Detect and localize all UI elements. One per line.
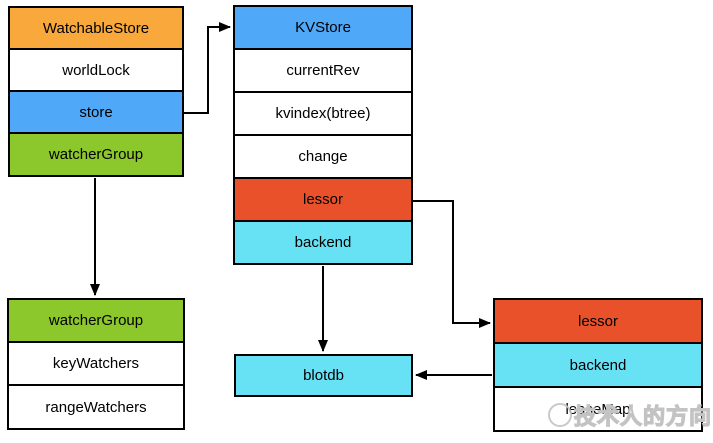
row-label: leaseMap bbox=[565, 400, 631, 418]
row-label: currentRev bbox=[286, 62, 360, 79]
row-kvindex: kvindex(btree) bbox=[235, 93, 411, 136]
row-kvstore-title: KVStore bbox=[235, 7, 411, 50]
row-store: store bbox=[10, 92, 182, 134]
row-label: lessor bbox=[577, 312, 618, 330]
row-watchergroup: watcherGroup bbox=[10, 134, 182, 175]
watcher-group-box: watcherGroup keyWatchers rangeWatchers bbox=[7, 298, 185, 430]
row-label: lessor bbox=[302, 191, 343, 208]
row-detail-backend: backend bbox=[495, 344, 701, 388]
lessor-detail-box: lessor backend leaseMap bbox=[493, 298, 703, 432]
watchable-store-box: WatchableStore worldLock store watcherGr… bbox=[8, 6, 184, 177]
row-watchable-store-title: WatchableStore bbox=[10, 8, 182, 50]
row-label: backend bbox=[294, 234, 352, 251]
kvstore-box: KVStore currentRev kvindex(btree) change… bbox=[233, 5, 413, 265]
row-label: worldLock bbox=[62, 61, 130, 79]
row-change: change bbox=[235, 136, 411, 179]
row-currentrev: currentRev bbox=[235, 50, 411, 93]
row-label: blotdb bbox=[303, 367, 344, 384]
row-label: watcherGroup bbox=[48, 146, 144, 163]
row-label: backend bbox=[569, 356, 627, 374]
blotdb-box: blotdb bbox=[234, 354, 413, 397]
arrow-store-to-kvstore bbox=[184, 22, 231, 114]
row-rangewatchers: rangeWatchers bbox=[9, 386, 183, 428]
row-leasemap: leaseMap bbox=[495, 388, 701, 430]
row-lessor: lessor bbox=[235, 179, 411, 222]
row-label: change bbox=[298, 148, 348, 165]
row-watchergroup-title: watcherGroup bbox=[9, 300, 183, 343]
row-label: KVStore bbox=[295, 19, 351, 36]
row-lessor-title: lessor bbox=[495, 300, 701, 344]
row-worldlock: worldLock bbox=[10, 50, 182, 92]
row-blotdb: blotdb bbox=[236, 356, 411, 395]
row-backend: backend bbox=[235, 222, 411, 263]
row-label: store bbox=[79, 103, 113, 121]
row-label: rangeWatchers bbox=[45, 398, 147, 416]
row-keywatchers: keyWatchers bbox=[9, 343, 183, 386]
row-label: WatchableStore bbox=[42, 19, 150, 37]
row-label: kvindex(btree) bbox=[275, 105, 371, 122]
arrow-lessor-to-lessor-detail bbox=[413, 200, 491, 328]
row-label: watcherGroup bbox=[48, 312, 144, 329]
row-label: keyWatchers bbox=[52, 355, 140, 372]
